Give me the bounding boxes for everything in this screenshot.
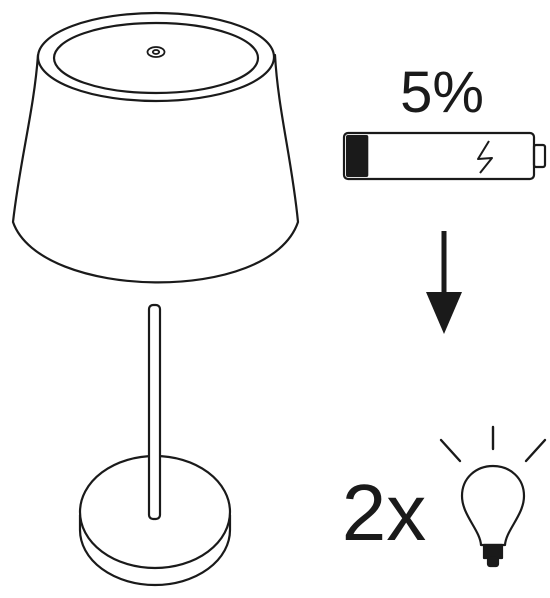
bulb-base — [484, 545, 502, 558]
arrow-down-icon — [426, 231, 462, 334]
battery-level-fill — [346, 135, 368, 177]
light-rays-icon — [441, 427, 545, 461]
bulb-tip — [488, 558, 498, 566]
battery-body — [344, 133, 534, 179]
battery-icon — [344, 133, 545, 179]
battery-percent-label: 5% — [400, 60, 484, 125]
bulb-glass — [462, 466, 524, 545]
light-bulb-icon — [462, 466, 524, 566]
flash-count-label: 2x — [342, 468, 427, 557]
battery-terminal — [534, 145, 545, 167]
charging-bolt-icon — [478, 141, 492, 173]
table-lamp-icon — [13, 13, 298, 585]
lamp-stem — [149, 305, 160, 519]
